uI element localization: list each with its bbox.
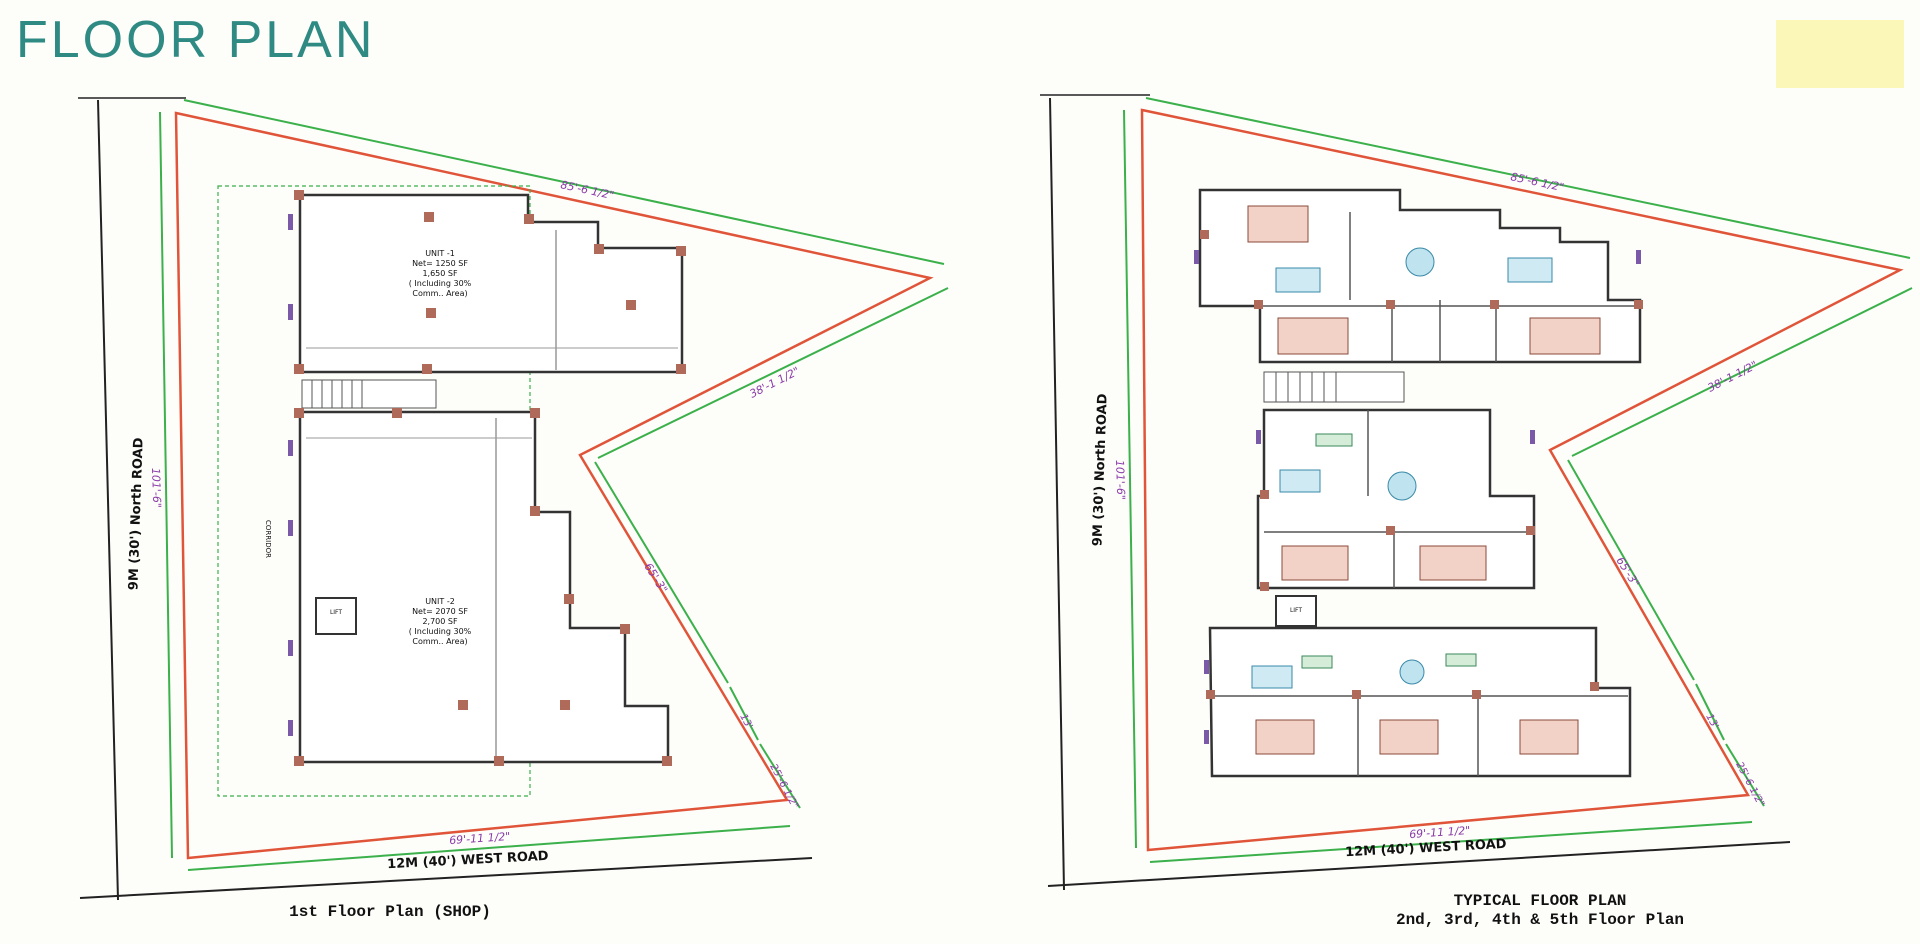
road-label-west: 12M (40') WEST ROAD [1345, 837, 1507, 860]
columns [1200, 230, 1643, 699]
page-title: FLOOR PLAN [16, 11, 376, 69]
unit1-area: Comm.. Area) [412, 289, 467, 298]
plot-boundary [1140, 108, 1904, 852]
dimension-lines [1123, 97, 1913, 863]
right-caption-line1: TYPICAL FLOOR PLAN [1453, 892, 1627, 910]
room-furniture [1247, 205, 1601, 755]
lift-label: LIFT [1290, 607, 1302, 614]
dim-short2: 25'-6 1/2" [1733, 760, 1766, 809]
room-partitions [1212, 212, 1640, 776]
windows [288, 214, 293, 736]
road-line-west [79, 857, 813, 899]
building-walls [298, 193, 684, 764]
dim-top: 85'-6 1/2" [1509, 170, 1565, 194]
right-floor-plan: LIFT 85'-6 1/2" 38'-1 1/2" 65'-3" 13' 25… [1040, 94, 1913, 891]
road-line-north [97, 99, 119, 901]
corner-note-box [1776, 20, 1904, 88]
road-label-west: 12M (40') WEST ROAD [387, 849, 549, 872]
dim-left: 101'-6" [149, 468, 163, 508]
road-label-north: 9M (30') North ROAD [1090, 393, 1110, 546]
dim-left: 101'-6" [1113, 460, 1127, 500]
lift-box [1275, 595, 1317, 627]
dim-bottom: 69'-11 1/2" [1409, 824, 1471, 841]
left-caption-text: 1st Floor Plan (SHOP) [289, 903, 491, 921]
unit1-name: UNIT -1 [425, 249, 455, 258]
unit2-carpet: Net= 2070 SF [412, 607, 468, 616]
left-floor-plan: UNIT -1 Net= 1250 SF 1,650 SF ( Includin… [78, 97, 949, 901]
windows [1194, 250, 1641, 744]
dim-diag: 65'-3" [1613, 555, 1642, 590]
staircase [1263, 371, 1405, 403]
unit1-carpet: Net= 1250 SF [412, 259, 468, 268]
unit2-incl: ( Including 30% [409, 627, 472, 636]
unit2-name: UNIT -2 [425, 597, 455, 606]
road-label-north: 9M (30') North ROAD [126, 437, 146, 590]
plot-boundary [174, 111, 934, 860]
lift-label: LIFT [330, 609, 342, 616]
right-caption-line2: 2nd, 3rd, 4th & 5th Floor Plan [1395, 911, 1685, 929]
unit1-super: 1,650 SF [422, 269, 458, 278]
dimension-lines [159, 99, 949, 871]
corridor-label: CORRIDOR [264, 520, 272, 558]
dim-short2: 25'-6 1/2" [767, 762, 800, 811]
unit2-super: 2,700 SF [422, 617, 458, 626]
dim-east: 38'-1 1/2" [747, 364, 801, 400]
unit1-incl: ( Including 30% [409, 279, 472, 288]
lift-box [315, 597, 357, 635]
unit2-area: Comm.. Area) [412, 637, 467, 646]
road-line-north [1049, 97, 1065, 891]
right-plan-caption: TYPICAL FLOOR PLAN 2nd, 3rd, 4th & 5th F… [1340, 892, 1740, 930]
dim-bottom: 69'-11 1/2" [449, 830, 511, 847]
dim-east: 38'-1 1/2" [1705, 358, 1759, 394]
columns [294, 190, 686, 766]
staircase [301, 379, 437, 409]
left-plan-caption: 1st Floor Plan (SHOP) [230, 903, 550, 922]
road-line-west [1047, 841, 1791, 887]
